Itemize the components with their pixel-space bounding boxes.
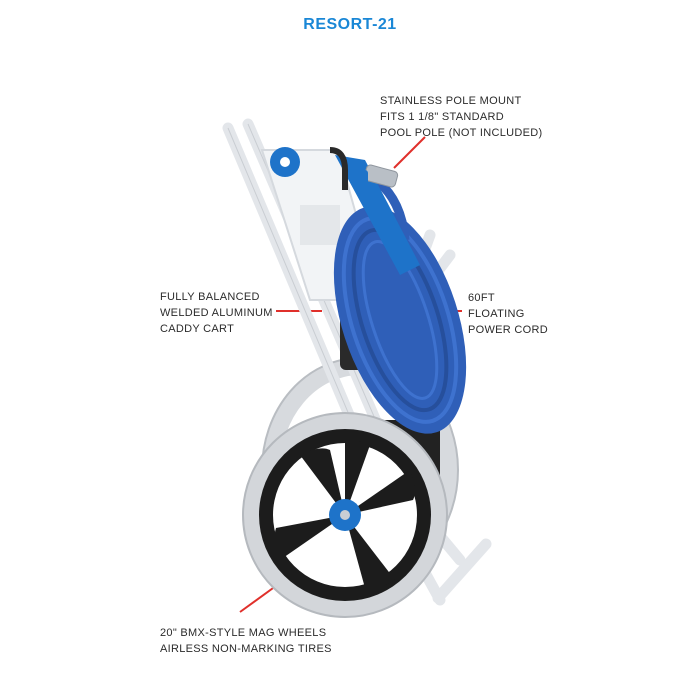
reel-bracket: [335, 155, 420, 275]
front-wheel: [242, 412, 448, 618]
pole-mount-callout-line: [393, 136, 426, 169]
cord-hook: [329, 147, 348, 190]
callout-line-text: POWER CORD: [468, 324, 548, 336]
pole-mount-callout: STAINLESS POLE MOUNT FITS 1 1/8" STANDAR…: [380, 93, 542, 141]
power-cord-callout: 60FT FLOATING POWER CORD: [468, 290, 548, 338]
callout-line-text: AIRLESS NON-MARKING TIRES: [160, 643, 332, 655]
callout-line-text: 20" BMX-STYLE MAG WHEELS: [160, 627, 327, 639]
callout-line-text: FULLY BALANCED: [160, 291, 260, 303]
callout-line-text: 60FT: [468, 292, 495, 304]
caddy-cart-callout: FULLY BALANCED WELDED ALUMINUM CADDY CAR…: [160, 289, 273, 337]
callout-line-text: WELDED ALUMINUM: [160, 307, 273, 319]
callout-line-text: CADDY CART: [160, 323, 235, 335]
product-title: RESORT-21: [303, 16, 397, 33]
callout-line-text: POOL POLE (NOT INCLUDED): [380, 127, 543, 139]
wheels-callout: 20" BMX-STYLE MAG WHEELS AIRLESS NON-MAR…: [160, 625, 332, 657]
callout-line-text: FLOATING: [468, 308, 525, 320]
callout-line-text: FITS 1 1/8" STANDARD: [380, 111, 505, 123]
callout-line-text: STAINLESS POLE MOUNT: [380, 95, 522, 107]
pole-mount: [350, 164, 399, 188]
